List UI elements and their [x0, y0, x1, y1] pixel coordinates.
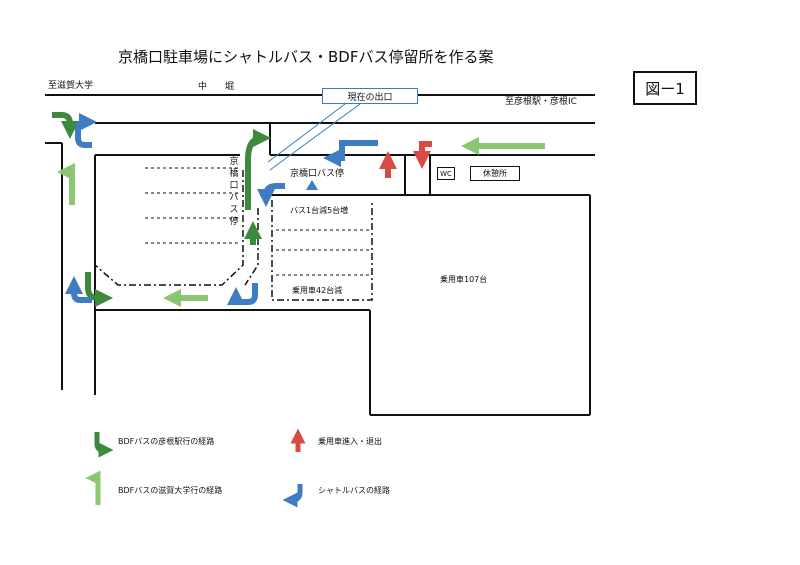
- figure-label: 図ー1: [633, 71, 697, 105]
- legend-item-car: 乗用車進入・退出: [318, 437, 382, 446]
- direction-hikone-station: 至彦根駅・彦根IC: [505, 97, 577, 107]
- arrow-up-right-icon: [245, 129, 271, 210]
- moat-label: 中 堀: [198, 82, 235, 92]
- car-route: [379, 141, 432, 178]
- legend-item-bdf-hikone: BDFバスの彦根駅行の経路: [118, 437, 215, 446]
- legend-item-bdf-shiga: BDFバスの滋賀大学行の経路: [118, 486, 223, 495]
- arrow-down-right-icon: [94, 432, 114, 458]
- bus-stop-label: 京橋口バス停: [290, 169, 345, 179]
- rest-area-box: 休憩所: [470, 166, 520, 181]
- diagram-title: 京橋口駐車場にシャトルバス・BDFバス停留所を作る案: [118, 48, 494, 66]
- bus-change-label: バス1台減5台増: [290, 206, 349, 215]
- wc-box: WC: [437, 167, 455, 180]
- arrow-u-turn-icon: [227, 283, 258, 306]
- arrow-down-right-icon: [85, 272, 113, 307]
- bus-bay-boundary: [271, 200, 373, 301]
- arrow-down-right-icon: [52, 112, 79, 139]
- callout-pointer: [267, 103, 361, 171]
- car-lot-label: 乗用車107台: [440, 275, 488, 284]
- bdf-shiga-route: [57, 137, 545, 307]
- arrow-u-turn-icon: [65, 276, 92, 303]
- bus-stop-vertical-label: 京橋口バス停: [229, 157, 239, 227]
- shuttle-route: [65, 113, 378, 306]
- bdf-hikone-route: [52, 112, 271, 307]
- center-lane-boundary: [244, 208, 259, 286]
- arrow-u-turn-icon: [282, 484, 303, 508]
- legend-icons: [85, 428, 306, 508]
- arrow-down-icon: [413, 141, 432, 169]
- arrow-up-hook-icon: [85, 470, 101, 505]
- road-outlines: [45, 94, 595, 416]
- parking-dividers: [145, 167, 370, 276]
- bus-stop-marker-icon: [306, 180, 318, 190]
- arrow-up-hook-icon: [57, 163, 76, 205]
- direction-shiga-university: 至滋賀大学: [48, 81, 94, 91]
- current-exit-callout: 現在の出口: [322, 88, 418, 104]
- left-lot-boundary: [94, 170, 244, 286]
- arrow-down-hook-icon: [257, 183, 285, 207]
- arrow-u-turn-icon: [75, 113, 97, 148]
- legend-item-shuttle: シャトルバスの経路: [318, 486, 390, 495]
- arrow-left-hook-icon: [323, 140, 378, 167]
- car-decrease-label: 乗用車42台減: [292, 286, 343, 295]
